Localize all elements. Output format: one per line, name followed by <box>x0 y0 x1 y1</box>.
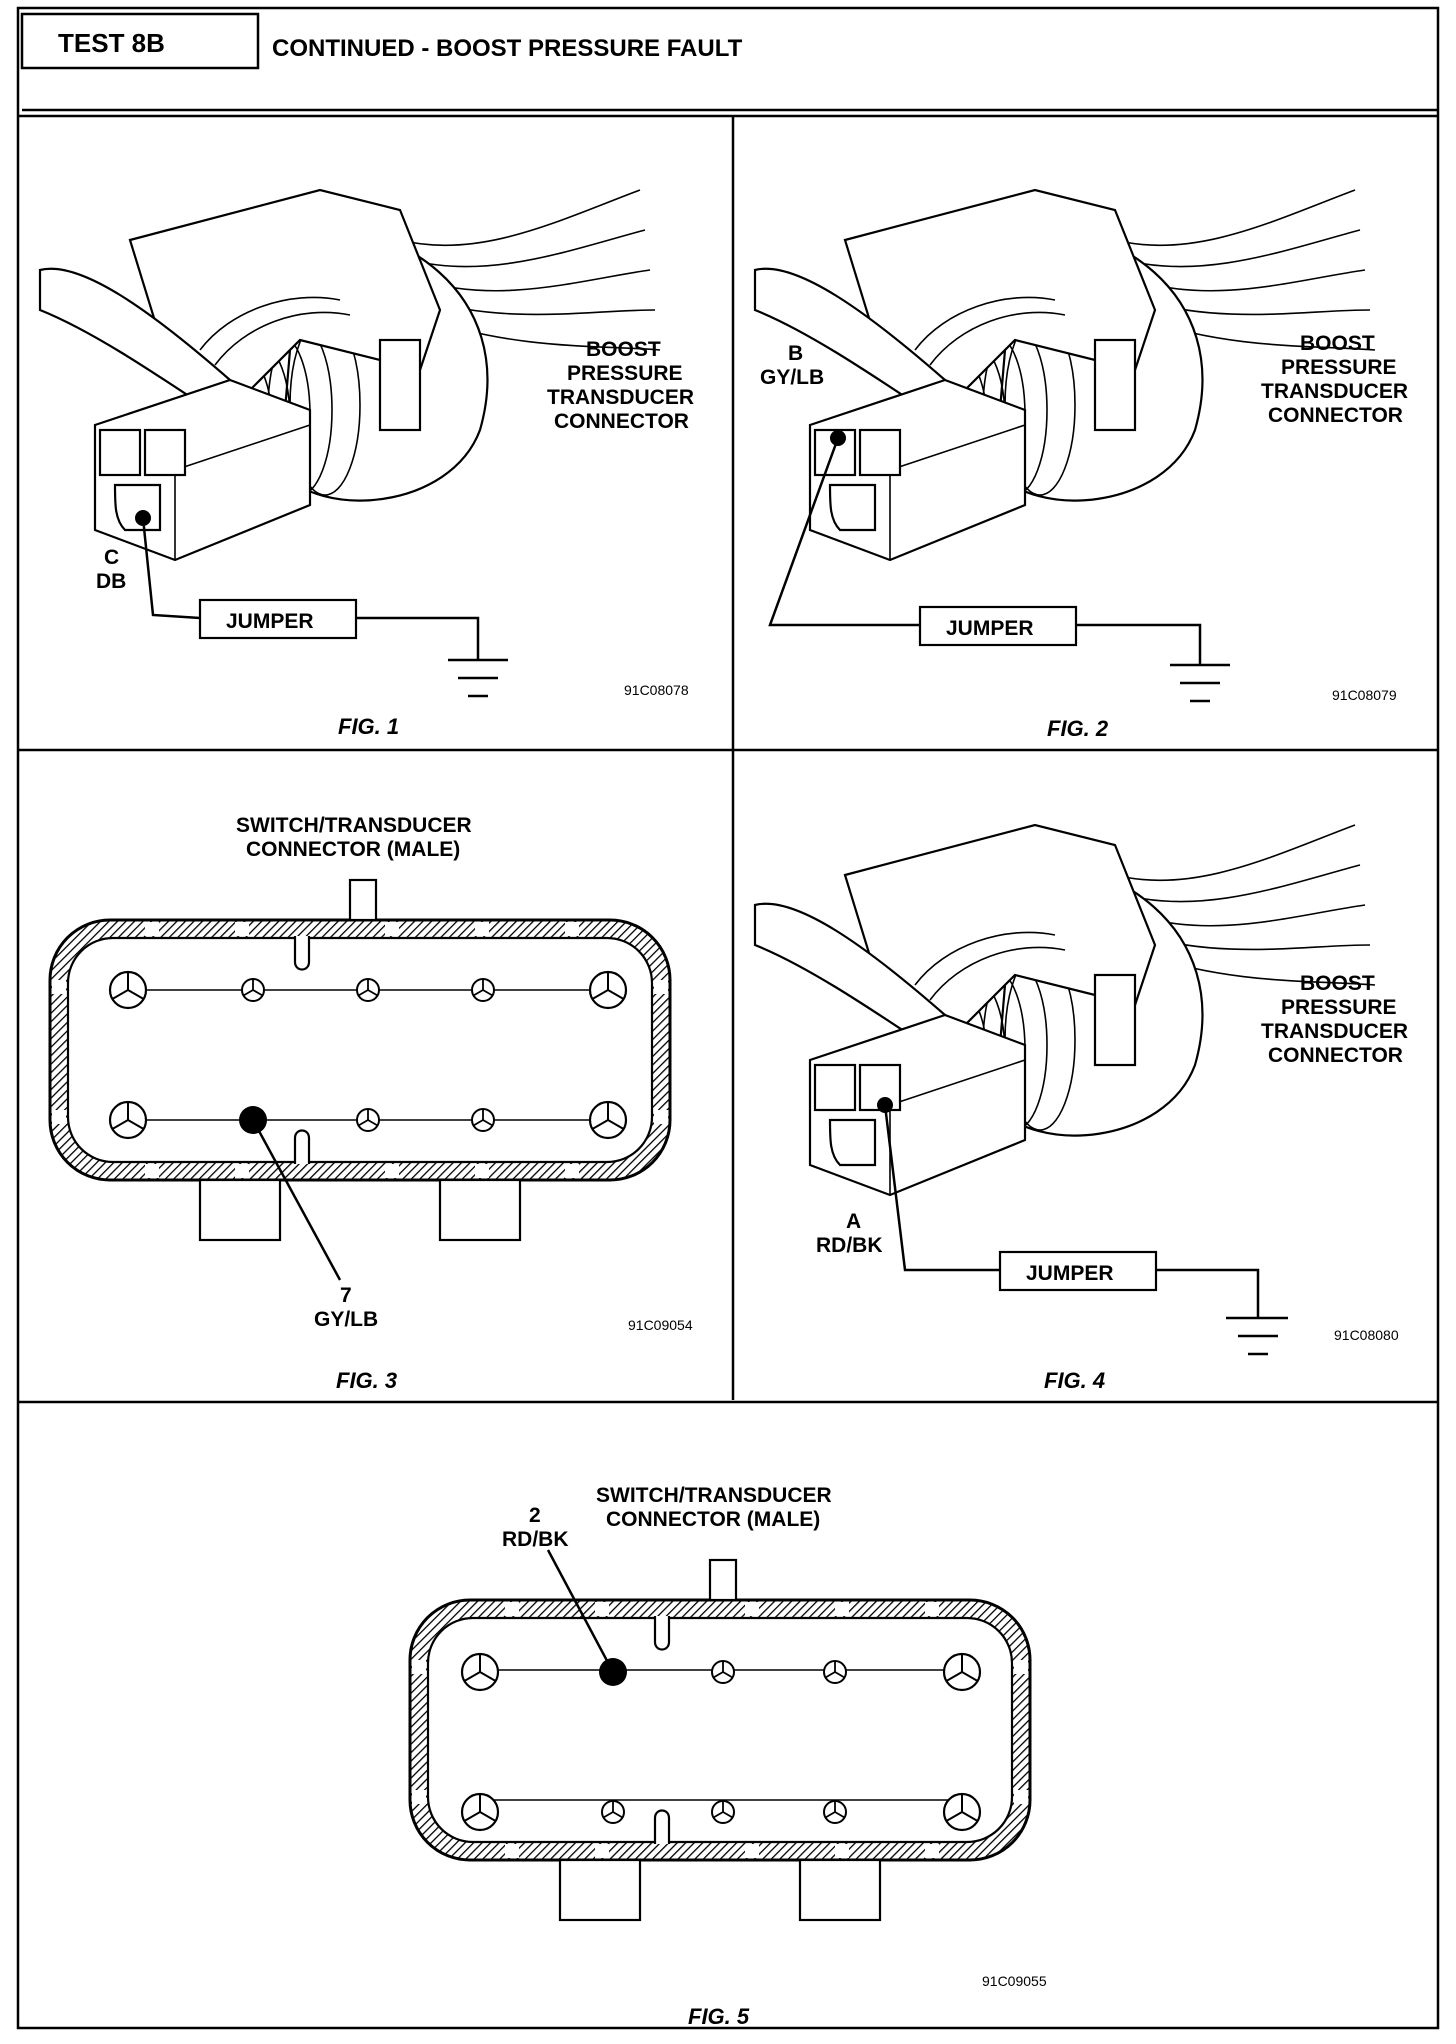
fig4-jumper-label: JUMPER <box>1026 1262 1114 1285</box>
fig3-connector-label-2: CONNECTOR (MALE) <box>246 838 460 861</box>
page-title: CONTINUED - BOOST PRESSURE FAULT <box>272 35 743 62</box>
fig5-pin-label-1: 2 <box>529 1504 541 1527</box>
fig5-caption: FIG. 5 <box>688 2004 750 2029</box>
fig1-caption: FIG. 1 <box>338 714 399 739</box>
fig2-connector-label-3: TRANSDUCER <box>1261 380 1408 403</box>
fig1-ground-icon <box>448 658 508 698</box>
fig2-pin-label-1: B <box>788 342 803 365</box>
fig3-panel: SWITCH/TRANSDUCER CONNECTOR (MALE) 7 GY/… <box>48 814 693 1393</box>
fig4-caption: FIG. 4 <box>1044 1368 1105 1393</box>
fig1-panel: JUMPER C DB BOOST PRESSURE TRANSDUCER CO… <box>38 188 694 739</box>
fig5-code: 91C09055 <box>982 1973 1047 1989</box>
fig3-caption: FIG. 3 <box>336 1368 397 1393</box>
fig2-connector-label-4: CONNECTOR <box>1268 404 1403 427</box>
fig1-connector-label-1: BOOST <box>586 338 661 361</box>
fig4-pin-label-1: A <box>846 1210 861 1233</box>
fig1-pin-label-2: DB <box>96 570 126 593</box>
fig4-connector-label-2: PRESSURE <box>1281 996 1397 1019</box>
fig4-ground-icon <box>1226 1316 1288 1356</box>
fig4-connector-label-4: CONNECTOR <box>1268 1044 1403 1067</box>
fig2-connector-label-1: BOOST <box>1300 332 1375 355</box>
fig1-pin-label-1: C <box>104 546 119 569</box>
fig1-code: 91C08078 <box>624 682 689 698</box>
fig1-jumper-label: JUMPER <box>226 610 314 633</box>
fig1-connector-label-4: CONNECTOR <box>554 410 689 433</box>
fig3-code: 91C09054 <box>628 1317 693 1333</box>
fig4-code: 91C08080 <box>1334 1327 1399 1343</box>
test-id: TEST 8B <box>58 28 165 58</box>
fig3-pin-label-2: GY/LB <box>314 1308 378 1331</box>
fig3-connector-label-1: SWITCH/TRANSDUCER <box>236 814 472 837</box>
fig5-pin-label-2: RD/BK <box>502 1528 569 1551</box>
fig4-connector-label-3: TRANSDUCER <box>1261 1020 1408 1043</box>
fig2-connector-label-2: PRESSURE <box>1281 356 1397 379</box>
fig4-panel: JUMPER A RD/BK BOOST PRESSURE TRANSDUCER… <box>753 823 1408 1393</box>
fig2-caption: FIG. 2 <box>1047 716 1109 741</box>
test-id-box <box>20 12 260 70</box>
fig2-pin-label-2: GY/LB <box>760 366 824 389</box>
fig2-code: 91C08079 <box>1332 687 1397 703</box>
fig1-connector-label-2: PRESSURE <box>567 362 683 385</box>
fig1-connector-label-3: TRANSDUCER <box>547 386 694 409</box>
page-border <box>16 6 1440 2030</box>
fig5-panel: 2 RD/BK SWITCH/TRANSDUCER CONNECTOR (MAL… <box>408 1484 1047 2029</box>
fig4-connector-label-1: BOOST <box>1300 972 1375 995</box>
fig5-connector-label-2: CONNECTOR (MALE) <box>606 1508 820 1531</box>
fig2-panel: JUMPER B GY/LB BOOST PRESSURE TRANSDUCER… <box>753 188 1408 741</box>
fig2-ground-icon <box>1170 663 1230 703</box>
fig5-connector-label-1: SWITCH/TRANSDUCER <box>596 1484 832 1507</box>
fig3-pin-label-1: 7 <box>340 1284 352 1307</box>
fig2-jumper-label: JUMPER <box>946 617 1034 640</box>
fig4-pin-label-2: RD/BK <box>816 1234 883 1257</box>
